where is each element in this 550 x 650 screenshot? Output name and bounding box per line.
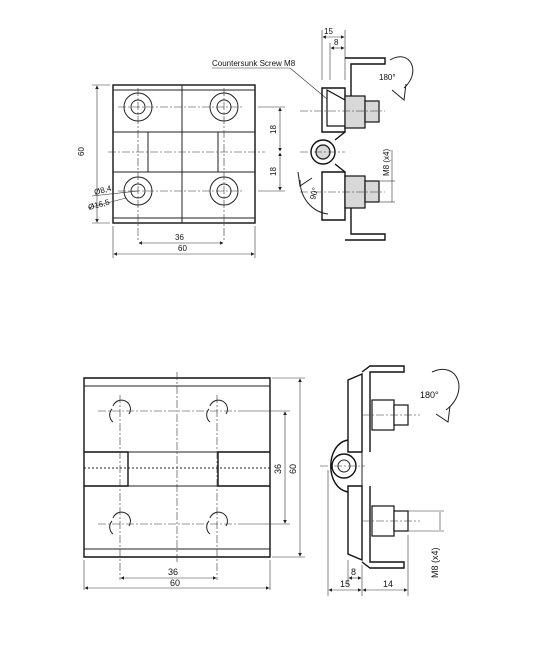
countersunk-screw-label: Countersunk Screw M8 [212,59,296,68]
top-front-view: 60 Ø8,4 Ø16,5 36 60 18 18 [77,84,285,258]
dim-width-top: 60 [178,244,187,253]
thread-label-top: M8 (x4) [382,149,391,176]
hinge-outline [112,84,256,224]
rotation-180-top: 180° [379,73,396,82]
dim-half-lower: 18 [269,167,278,176]
dim-14-bottom: 14 [383,579,393,589]
dim-8-top: 8 [334,38,339,47]
dim-diameter-large: Ø16,5 [87,197,111,211]
dim-height-top: 60 [77,147,86,156]
dim-hole-spacing-top: 36 [175,233,184,242]
bottom-side-view: M8 (x4) 180° 8 15 14 [320,365,460,596]
thread-label-bottom: M8 (x4) [430,547,440,578]
rotation-90: 90° [308,186,320,200]
dim-8-bottom: 8 [351,567,356,577]
dim-height-bottom: 60 [288,464,298,474]
dim-15-bottom: 15 [340,579,350,589]
rotation-180-bottom: 180° [420,390,439,400]
dim-width-bottom: 60 [170,578,180,588]
dim-hole-spacing-bottom: 36 [168,567,178,577]
dim-inner-bottom: 36 [273,464,283,474]
dim-15-top: 15 [324,27,333,36]
bottom-front-view: 36 60 36 60 [83,372,305,590]
dim-half-upper: 18 [269,125,278,134]
countersunk-hole [123,92,239,206]
top-side-view: 15 8 Countersunk Screw M8 M8 (x4) 180° [212,27,414,241]
dim-diameter-small: Ø8,4 [93,184,113,197]
